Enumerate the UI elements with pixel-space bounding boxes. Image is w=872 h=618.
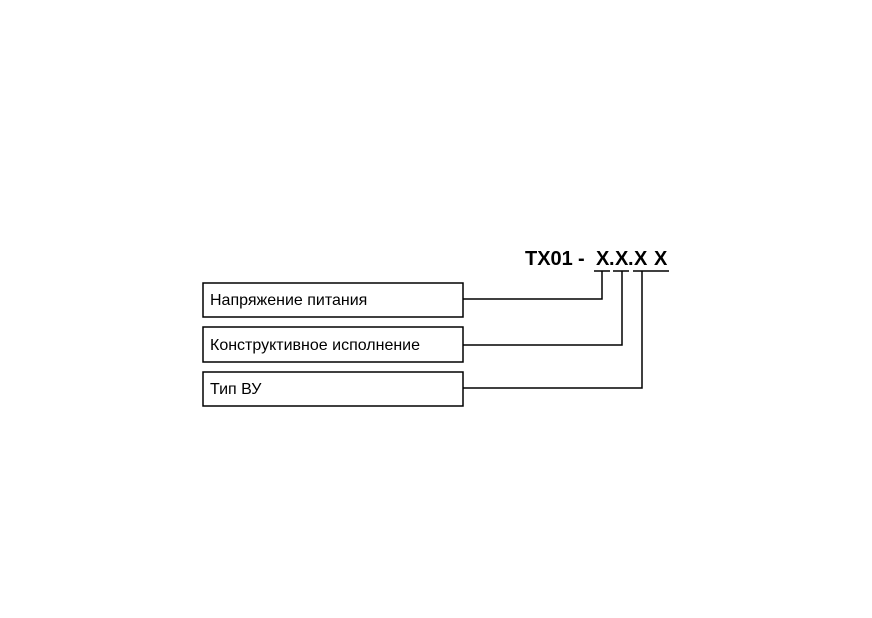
connector-design — [463, 271, 623, 346]
box-power-supply: Напряжение питания — [202, 282, 464, 318]
parameter-boxes: Напряжение питания Конструктивное исполн… — [202, 282, 464, 407]
code-field-design: Х — [615, 248, 629, 270]
box-design-frame — [202, 326, 464, 363]
connectors — [463, 271, 643, 389]
code-dash: - — [578, 248, 585, 270]
code-prefix: ТХ01 — [525, 248, 573, 270]
box-output-type-frame — [202, 371, 464, 407]
box-output-type: Тип ВУ — [202, 371, 464, 407]
box-power-supply-label: Напряжение питания — [210, 292, 367, 309]
box-design: Конструктивное исполнение — [202, 326, 464, 363]
connector-power-supply — [463, 271, 603, 300]
box-output-type-label: Тип ВУ — [210, 381, 262, 398]
model-code: ТХ01 - Х . Х . Х Х — [525, 248, 668, 270]
code-separator-1: . — [609, 248, 615, 270]
box-design-label: Конструктивное исполнение — [210, 337, 420, 354]
code-field-output-a: Х — [634, 248, 648, 270]
code-field-output-b: Х — [654, 248, 668, 270]
code-field-power: Х — [596, 248, 610, 270]
box-power-supply-frame — [202, 282, 464, 318]
code-separator-2: . — [628, 248, 634, 270]
connector-output-type — [463, 271, 643, 389]
